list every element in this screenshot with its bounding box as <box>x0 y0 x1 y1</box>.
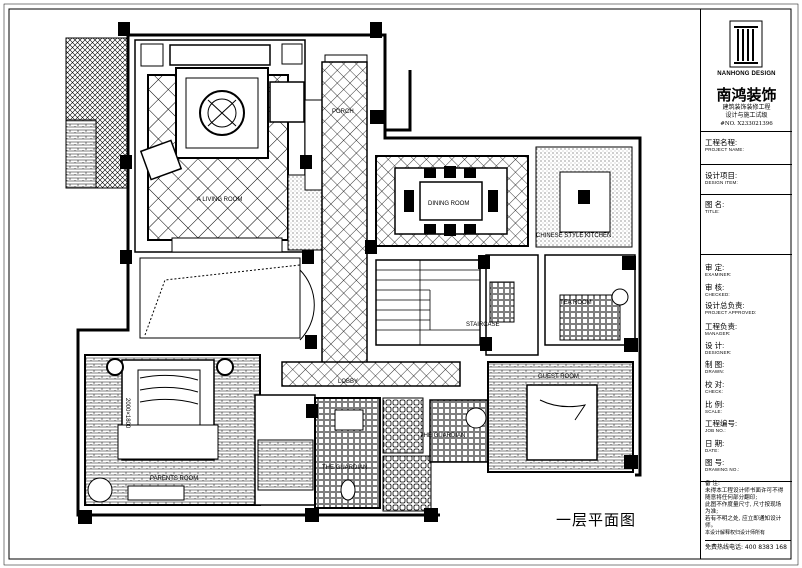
title-block-label-en: DRAWING NO.: <box>705 467 740 472</box>
notes-line: 随意将任何部分翻印; <box>705 495 758 501</box>
title-block-row: 比 例:SCALE: <box>705 400 789 415</box>
label-dining-room: DINING ROOM <box>428 201 469 207</box>
title-block-row: 设 计:DESIGNER: <box>705 341 789 356</box>
title-block-label-en: CHECK: <box>705 389 724 394</box>
hotline: 免费热线电话: 400 8383 168 <box>705 540 791 551</box>
title-block-label-cn: 工程名程: <box>705 138 738 147</box>
title-block-row: 工程负责:MANAGER: <box>705 322 789 337</box>
title-block-row: 校 对:CHECK: <box>705 380 789 395</box>
title-block-label-en: PROJECT NAME: <box>705 147 745 152</box>
title-block-label-cn: 审 定: <box>705 263 725 272</box>
title-block-label-cn: 设计项目: <box>705 171 738 180</box>
title-block-label-en: JOB NO.: <box>705 428 726 433</box>
label-living-room: A LIVING ROOM <box>197 197 242 203</box>
label-kitchen: CHINESE STYLE KITCHEN <box>536 233 611 239</box>
title-block-row: 图 名:TITLE: <box>705 200 789 215</box>
notes-line: 未得本工程设计师书面许可不得 <box>705 488 784 494</box>
label-guardian-1: THE GUARDIAN <box>420 433 465 439</box>
title-block: NANHONG DESIGN 南鸿装饰 建筑装饰装修工程 设计与施工试级 #NO… <box>700 9 792 559</box>
title-block-row: 工程名程:PROJECT NAME: <box>705 138 789 153</box>
title-block-label-en: TITLE: <box>705 209 720 214</box>
notes-line: 若有不明之处, 应立即通知设计 <box>705 516 782 522</box>
notes-footer: 本设计解释权归设计师所有 <box>705 530 766 536</box>
title-block-label-cn: 设计总负责: <box>705 301 745 310</box>
title-block-row: 设计总负责:PROJECT APPROVED: <box>705 301 789 316</box>
title-block-row: 审 核:CHECKED: <box>705 283 789 298</box>
label-tea-room: TEA ROOM <box>560 300 592 306</box>
firm-name-en: NANHONG DESIGN <box>717 71 776 77</box>
firm-cert-no: #NO. X2330213​96 <box>720 121 773 127</box>
title-block-row: 制 图:DRAWN: <box>705 360 789 375</box>
title-block-label-cn: 日 期: <box>705 439 725 448</box>
title-block-label-cn: 制 图: <box>705 360 725 369</box>
title-block-label-en: DESIGN ITEM: <box>705 180 738 185</box>
title-block-label-en: DRAWN: <box>705 369 725 374</box>
firm-subtitle-2: 设计与施工试级 <box>725 112 768 119</box>
notes-line: 为准; <box>705 509 719 515</box>
title-block-label-cn: 图 名: <box>705 200 725 209</box>
title-block-label-en: CHECKED: <box>705 292 730 297</box>
notes-heading: 备 注: <box>705 481 720 487</box>
label-guest-room: GUEST ROOM <box>538 374 579 380</box>
title-block-row: 日 期:DATE: <box>705 439 789 454</box>
title-block-label-en: SCALE: <box>705 409 723 414</box>
title-block-label-en: DESIGNER: <box>705 350 732 355</box>
label-guardian-2: THE GUARDIAN <box>322 465 367 471</box>
title-block-label-cn: 比 例: <box>705 400 725 409</box>
title-block-row: 设计项目:DESIGN ITEM: <box>705 171 789 186</box>
notes-line: 此图不作度量尺寸, 尺寸按现场 <box>705 502 782 508</box>
title-block-label-en: MANAGER: <box>705 331 731 336</box>
firm-name-cn: 南鸿装饰 <box>716 86 777 104</box>
title-block-label-cn: 工程编号: <box>705 419 738 428</box>
label-staircase: STAIRCASE <box>466 322 500 328</box>
title-block-label-cn: 审 核: <box>705 283 725 292</box>
title-block-label-cn: 工程负责: <box>705 322 738 331</box>
firm-subtitle-1: 建筑装饰装修工程 <box>722 104 771 111</box>
title-block-label-cn: 图 号: <box>705 458 725 467</box>
drawing-title: 一层平面图 <box>556 511 637 529</box>
title-block-row: 工程编号:JOB NO.: <box>705 419 789 434</box>
title-block-label-cn: 校 对: <box>705 380 725 389</box>
title-block-label-en: DATE: <box>705 448 719 453</box>
title-block-label-en: EXAMINER: <box>705 272 732 277</box>
label-lobby: LOBBY <box>338 379 358 385</box>
title-block-label-cn: 设 计: <box>705 341 725 350</box>
label-parents-room: PARENTS ROOM <box>150 476 198 482</box>
title-block-row: 审 定:EXAMINER: <box>705 263 789 278</box>
firm-logo <box>729 20 763 68</box>
notes-line: 师。 <box>705 523 717 529</box>
title-block-label-en: PROJECT APPROVED: <box>705 310 757 315</box>
label-bed-dims: 2000×1800 <box>124 398 130 429</box>
notes-block: 备 注: 未得本工程设计师书面许可不得 随意将任何部分翻印; 此图不作度量尺寸,… <box>705 481 791 551</box>
title-block-row: 图 号:DRAWING NO.: <box>705 458 789 473</box>
label-porch: PORCH <box>332 109 354 115</box>
